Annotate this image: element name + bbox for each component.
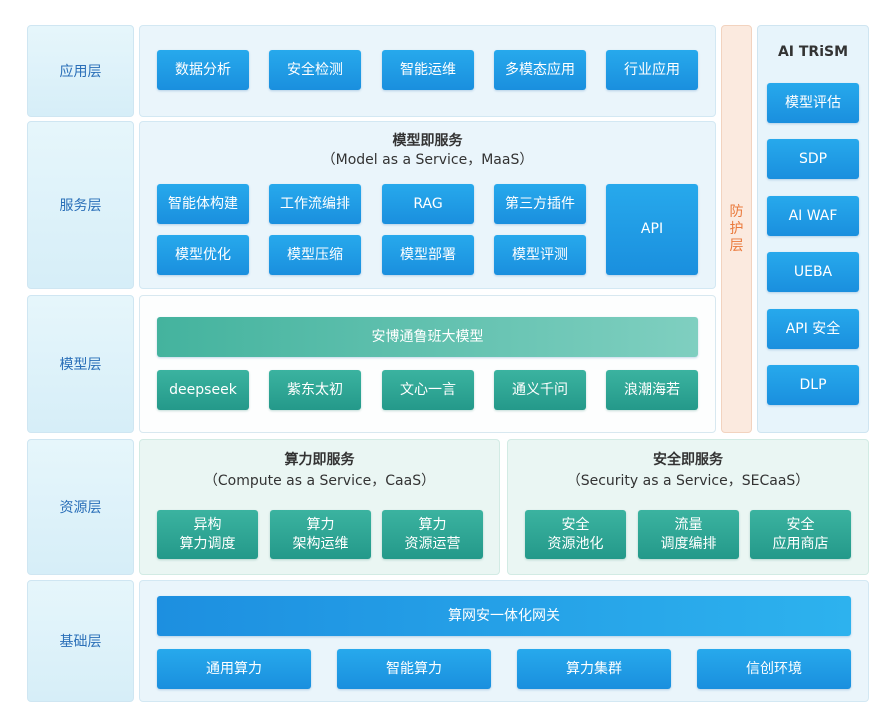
foundation-gateway[interactable]: 算网安一体化网关 bbox=[157, 596, 851, 636]
layer-label-text: 模型层 bbox=[59, 357, 102, 373]
secaas-item-traffic-orchestration[interactable]: 流量 调度编排 bbox=[638, 510, 739, 559]
protection-layer-panel: 防护层 bbox=[721, 25, 752, 433]
service-item-plugins[interactable]: 第三方插件 bbox=[494, 184, 586, 224]
caas-item-line: 异构 bbox=[193, 516, 222, 533]
secaas-item-app-store[interactable]: 安全 应用商店 bbox=[750, 510, 851, 559]
caas-item-line: 算力调度 bbox=[179, 535, 236, 552]
caas-item-arch-ops[interactable]: 算力 架构运维 bbox=[270, 510, 371, 559]
caas-subtitle: （Compute as a Service，CaaS） bbox=[203, 473, 436, 489]
service-item-api[interactable]: API bbox=[606, 184, 698, 275]
secaas-item-line: 安全 bbox=[561, 516, 590, 533]
caas-title: 算力即服务 bbox=[284, 452, 355, 468]
foundation-item-compute-cluster[interactable]: 算力集群 bbox=[517, 649, 671, 689]
service-item-model-compress[interactable]: 模型压缩 bbox=[269, 235, 361, 275]
caas-item-resource-ops[interactable]: 算力 资源运营 bbox=[382, 510, 483, 559]
app-item-intelligent-ops[interactable]: 智能运维 bbox=[382, 50, 474, 90]
secaas-item-line: 资源池化 bbox=[547, 535, 604, 552]
secaas-item-line: 调度编排 bbox=[660, 535, 717, 552]
trism-item-api-security[interactable]: API 安全 bbox=[767, 309, 859, 349]
foundation-item-ai-compute[interactable]: 智能算力 bbox=[337, 649, 491, 689]
secaas-item-resource-pool[interactable]: 安全 资源池化 bbox=[525, 510, 626, 559]
secaas-item-line: 流量 bbox=[674, 516, 703, 533]
foundation-item-xinchuang[interactable]: 信创环境 bbox=[697, 649, 851, 689]
trism-item-sdp[interactable]: SDP bbox=[767, 139, 859, 179]
model-item-tongyi[interactable]: 通义千问 bbox=[494, 370, 586, 410]
secaas-subtitle: （Security as a Service，SECaaS） bbox=[566, 473, 810, 489]
service-item-model-optimize[interactable]: 模型优化 bbox=[157, 235, 249, 275]
app-item-security-detection[interactable]: 安全检测 bbox=[269, 50, 361, 90]
app-item-multimodal[interactable]: 多模态应用 bbox=[494, 50, 586, 90]
caas-item-hetero-scheduling[interactable]: 异构 算力调度 bbox=[157, 510, 258, 559]
caas-item-line: 算力 bbox=[418, 516, 447, 533]
model-item-deepseek[interactable]: deepseek bbox=[157, 370, 249, 410]
app-item-industry[interactable]: 行业应用 bbox=[606, 50, 698, 90]
trism-item-model-eval[interactable]: 模型评估 bbox=[767, 83, 859, 123]
layer-label-text: 服务层 bbox=[59, 198, 102, 214]
maas-title: 模型即服务 bbox=[392, 133, 463, 149]
trism-item-dlp[interactable]: DLP bbox=[767, 365, 859, 405]
secaas-item-line: 应用商店 bbox=[772, 535, 829, 552]
service-item-agent-build[interactable]: 智能体构建 bbox=[157, 184, 249, 224]
app-item-data-analysis[interactable]: 数据分析 bbox=[157, 50, 249, 90]
model-layer-panel bbox=[139, 295, 716, 433]
secaas-item-line: 安全 bbox=[786, 516, 815, 533]
trism-item-ueba[interactable]: UEBA bbox=[767, 252, 859, 292]
service-item-rag[interactable]: RAG bbox=[382, 184, 474, 224]
model-item-zidong[interactable]: 紫东太初 bbox=[269, 370, 361, 410]
service-item-workflow[interactable]: 工作流编排 bbox=[269, 184, 361, 224]
model-item-wenxin[interactable]: 文心一言 bbox=[382, 370, 474, 410]
layer-label-text: 应用层 bbox=[59, 64, 102, 80]
service-item-model-deploy[interactable]: 模型部署 bbox=[382, 235, 474, 275]
model-main-luban[interactable]: 安博通鲁班大模型 bbox=[157, 317, 698, 357]
ai-trism-title: AI TRiSM bbox=[777, 44, 849, 60]
caas-item-line: 架构运维 bbox=[292, 535, 349, 552]
foundation-item-general-compute[interactable]: 通用算力 bbox=[157, 649, 311, 689]
protection-layer-label: 防护层 bbox=[729, 203, 744, 254]
caas-item-line: 算力 bbox=[306, 516, 335, 533]
maas-subtitle: （Model as a Service，MaaS） bbox=[321, 152, 534, 168]
layer-label-text: 基础层 bbox=[59, 634, 102, 650]
layer-label-application: 应用层 bbox=[27, 25, 134, 117]
layer-label-service: 服务层 bbox=[27, 121, 134, 289]
layer-label-resource: 资源层 bbox=[27, 439, 134, 575]
secaas-title: 安全即服务 bbox=[653, 452, 723, 468]
layer-label-foundation: 基础层 bbox=[27, 580, 134, 702]
caas-item-line: 资源运营 bbox=[404, 535, 461, 552]
layer-label-text: 资源层 bbox=[59, 500, 102, 516]
trism-item-ai-waf[interactable]: AI WAF bbox=[767, 196, 859, 236]
model-item-langchao[interactable]: 浪潮海若 bbox=[606, 370, 698, 410]
layer-label-model: 模型层 bbox=[27, 295, 134, 433]
service-item-model-eval[interactable]: 模型评测 bbox=[494, 235, 586, 275]
